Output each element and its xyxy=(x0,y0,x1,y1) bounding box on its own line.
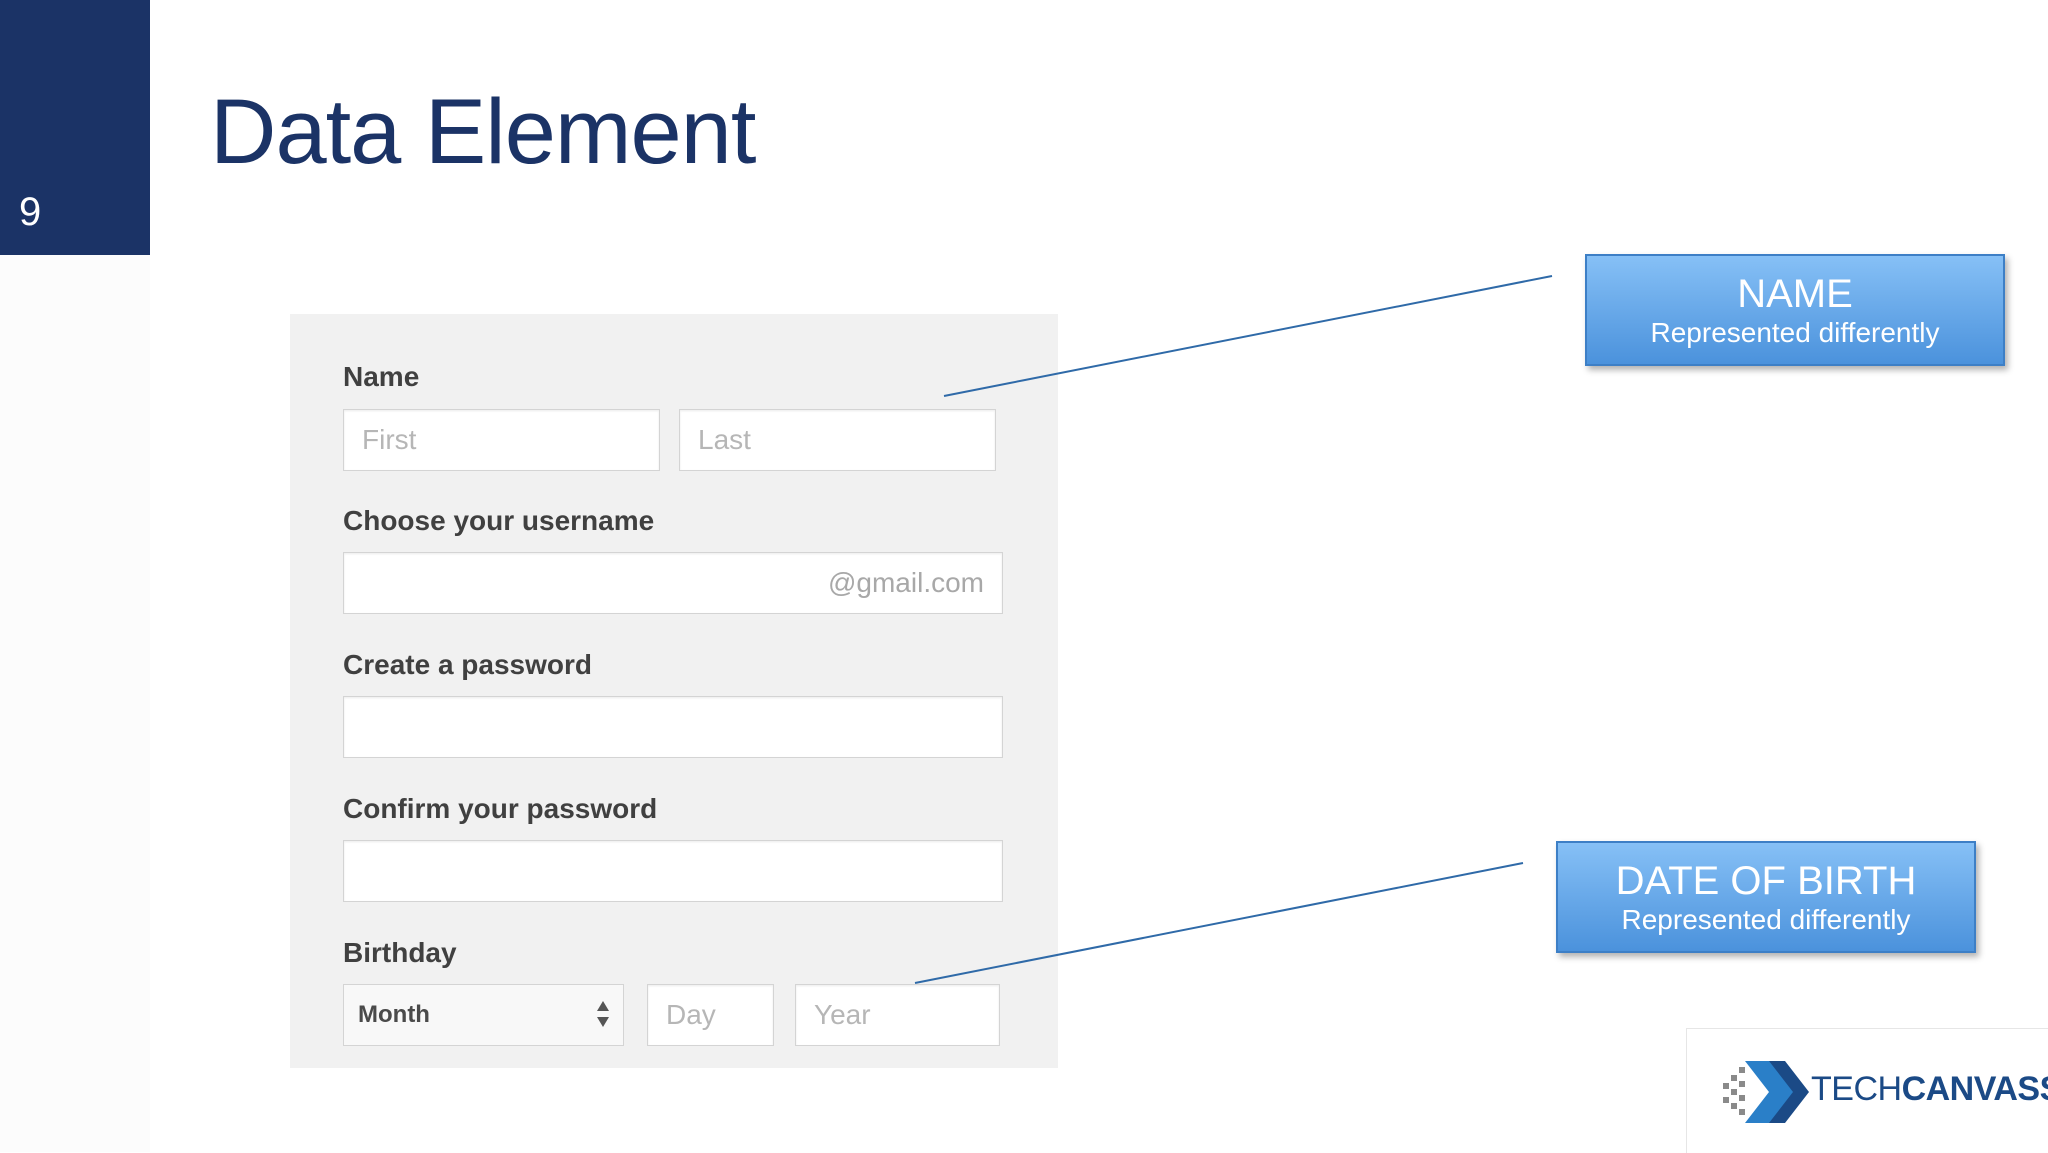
select-arrows-icon xyxy=(597,1001,609,1027)
logo-text-canvass: CANVASS xyxy=(1901,1070,2048,1108)
name-callout-subtitle: Represented differently xyxy=(1650,317,1940,348)
username-domain-suffix: @gmail.com xyxy=(827,567,984,598)
name-callout-title: NAME xyxy=(1737,272,1853,316)
last-name-input[interactable]: Last xyxy=(679,409,996,471)
signup-form: Name First Last Choose your username @gm… xyxy=(290,314,1058,1068)
slide-number: 9 xyxy=(19,190,42,234)
month-select-value: Month xyxy=(358,1001,430,1028)
dob-callout-subtitle: Represented differently xyxy=(1621,904,1911,935)
first-name-placeholder: First xyxy=(362,424,417,455)
confirm-password-input[interactable] xyxy=(343,840,1003,902)
slide-number-block xyxy=(0,0,150,255)
first-name-input[interactable]: First xyxy=(343,409,660,471)
name-callout: NAME Represented differently xyxy=(1585,254,2005,366)
year-input[interactable]: Year xyxy=(795,984,1000,1046)
name-label: Name xyxy=(343,361,420,392)
last-name-placeholder: Last xyxy=(698,424,751,455)
dob-callout: DATE OF BIRTH Represented differently xyxy=(1556,841,1976,953)
password-label: Create a password xyxy=(343,649,592,680)
logo-text: TECHCANVASS xyxy=(1811,1069,2048,1109)
confirm-password-label: Confirm your password xyxy=(343,793,658,824)
birthday-label: Birthday xyxy=(343,937,457,968)
logo-chevron-icon xyxy=(1723,1061,1809,1123)
day-input[interactable]: Day xyxy=(647,984,774,1046)
month-select[interactable]: Month xyxy=(343,984,624,1046)
dob-callout-title: DATE OF BIRTH xyxy=(1615,859,1917,903)
logo-text-tech: TECH xyxy=(1811,1070,1902,1108)
year-placeholder: Year xyxy=(814,999,871,1030)
username-label: Choose your username xyxy=(343,505,655,536)
slide-title: Data Element xyxy=(210,81,756,183)
techcanvass-logo: TECHCANVASS xyxy=(1686,1028,2048,1153)
password-input[interactable] xyxy=(343,696,1003,758)
username-input[interactable]: @gmail.com xyxy=(343,552,1003,614)
day-placeholder: Day xyxy=(666,999,716,1030)
